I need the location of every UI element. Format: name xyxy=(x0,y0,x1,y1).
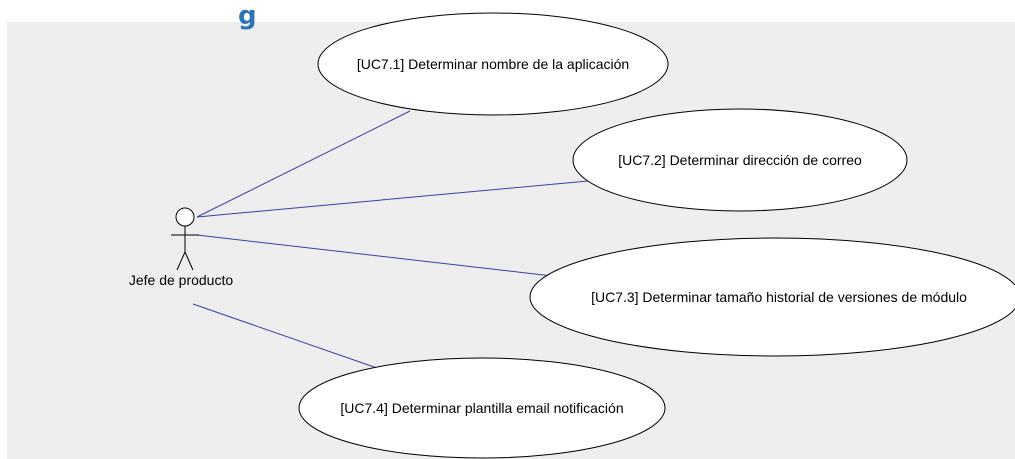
use-case-uc7-2[interactable]: [UC7.2] Determinar dirección de correo xyxy=(572,108,908,212)
heading-fragment: g xyxy=(238,1,257,31)
association-uc7-4 xyxy=(192,303,378,369)
association-uc7-1 xyxy=(196,110,411,218)
use-case-label: [UC7.3] Determinar tamaño historial de v… xyxy=(591,289,967,305)
use-case-label: [UC7.2] Determinar dirección de correo xyxy=(618,152,862,168)
use-case-label: [UC7.1] Determinar nombre de la aplicaci… xyxy=(357,56,629,72)
actor-label: Jefe de producto xyxy=(129,272,234,288)
association-uc7-2 xyxy=(196,180,589,218)
use-case-ellipse xyxy=(572,108,908,212)
actor[interactable]: Jefe de producto xyxy=(129,207,234,288)
use-case-ellipse xyxy=(317,12,669,116)
associations xyxy=(192,110,589,369)
association-uc7-3 xyxy=(196,234,553,277)
use-case-ellipse xyxy=(529,237,1015,357)
use-case-uc7-3[interactable]: [UC7.3] Determinar tamaño historial de v… xyxy=(529,237,1015,357)
use-case-ellipse xyxy=(298,357,666,459)
actor-icon xyxy=(171,207,199,271)
use-case-uc7-4[interactable]: [UC7.4] Determinar plantilla email notif… xyxy=(298,357,666,459)
use-case-label: [UC7.4] Determinar plantilla email notif… xyxy=(340,400,623,416)
use-case-uc7-1[interactable]: [UC7.1] Determinar nombre de la aplicaci… xyxy=(317,12,669,116)
